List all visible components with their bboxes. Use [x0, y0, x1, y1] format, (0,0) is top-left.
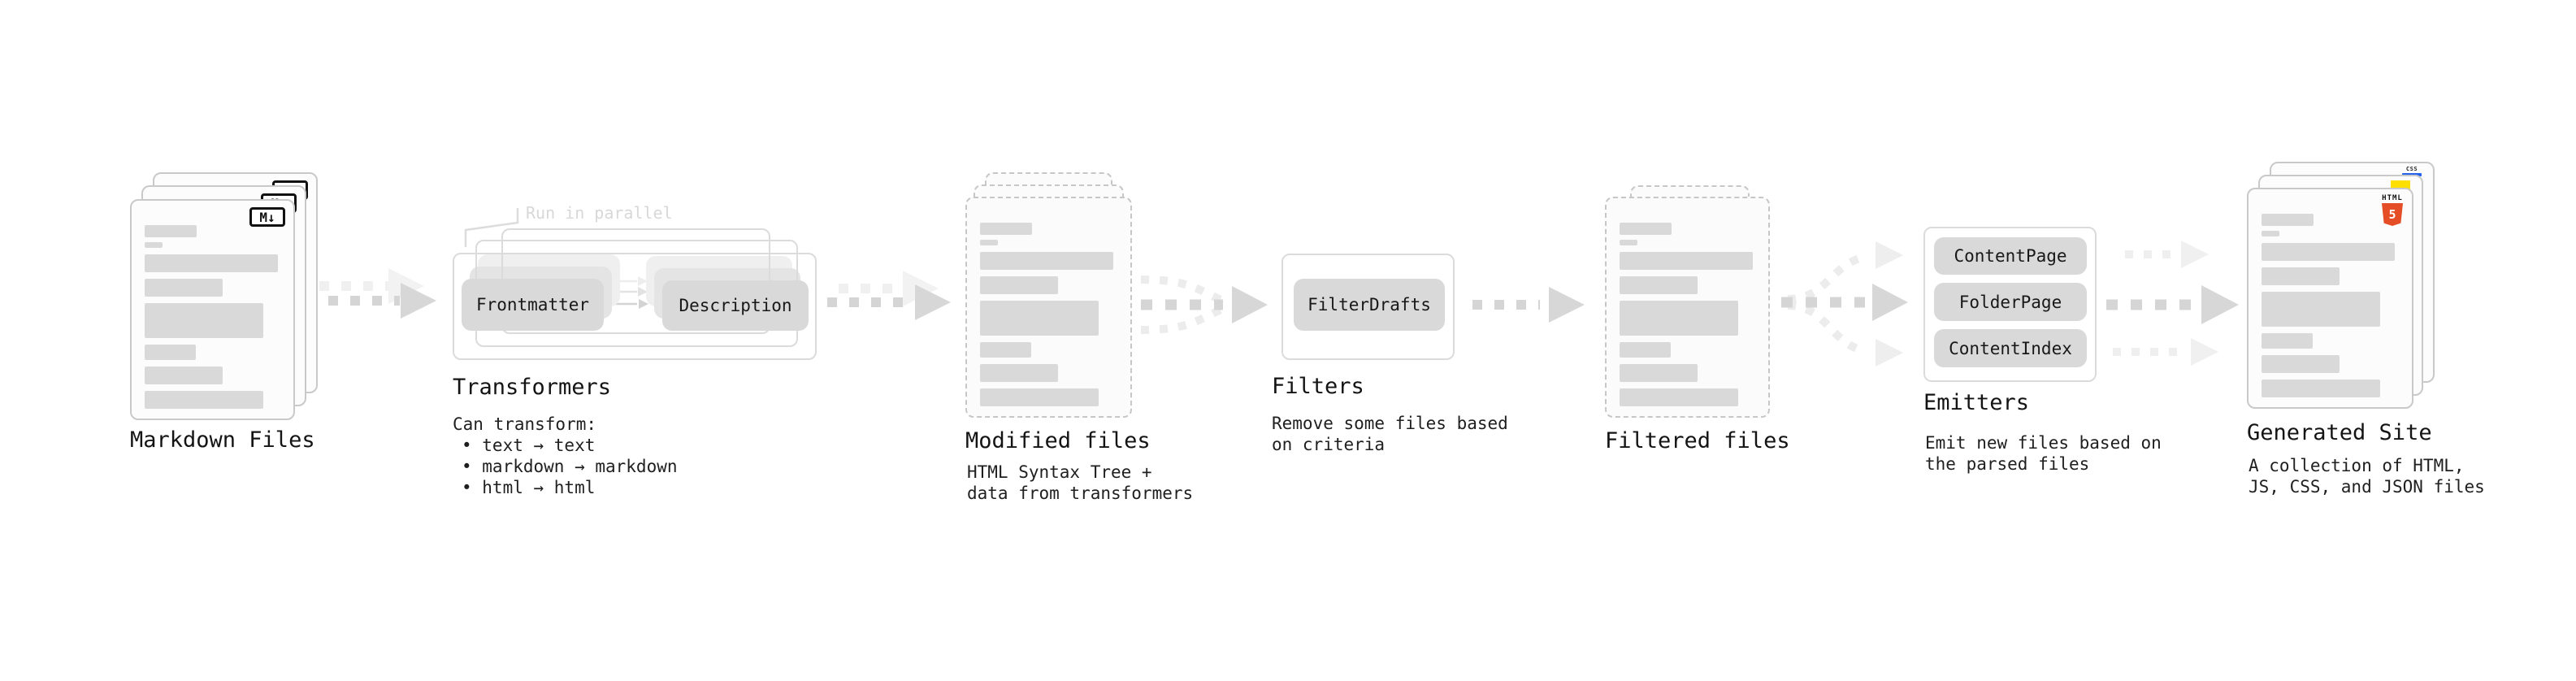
content-bar: [145, 242, 163, 248]
desc-line: HTML Syntax Tree +: [967, 462, 1152, 482]
arrow-emitters-to-generated: [2106, 241, 2239, 366]
content-bar: [980, 301, 1099, 336]
document-sheet: [965, 197, 1132, 418]
document-sheet: [1605, 197, 1770, 418]
css-icon-label: CSS: [2405, 166, 2418, 172]
content-bar: [1620, 301, 1738, 336]
content-bar: [1620, 240, 1637, 245]
content-bar: [145, 279, 223, 297]
arrow-filtered-to-emitters: [1781, 241, 1908, 367]
content-bar: [1620, 276, 1698, 294]
html5-icon-label: HTML: [2382, 194, 2403, 202]
arrow-markdown-to-transformers: [306, 268, 436, 319]
content-bar: [145, 303, 263, 338]
content-bar: [980, 223, 1032, 235]
html5-icon-number: 5: [2388, 207, 2396, 222]
filter-node-filterdrafts: FilterDrafts: [1294, 279, 1445, 331]
content-bar: [145, 391, 263, 409]
content-bar: [145, 254, 278, 272]
content-bar: [2262, 267, 2340, 285]
content-bar: [145, 367, 223, 384]
content-bar: [980, 364, 1058, 382]
stage-description: HTML Syntax Tree + data from transformer…: [967, 462, 1193, 504]
html5-shield: 5: [2382, 203, 2403, 226]
emitters-frame: [1923, 227, 2097, 382]
javascript-icon: [2391, 180, 2410, 189]
transformer-node-description: Description: [662, 280, 809, 331]
content-bar: [145, 345, 196, 360]
arrow-modified-to-filters: [1140, 275, 1268, 334]
markdown-icon: M↓: [249, 207, 285, 227]
emitter-node-contentpage: ContentPage: [1934, 237, 2087, 275]
content-bar: [1620, 342, 1671, 358]
stage-label: Markdown Files: [130, 427, 315, 453]
content-bar: [2262, 231, 2279, 236]
stage-label: Modified files: [965, 428, 1151, 453]
desc-line: on criteria: [1272, 435, 1386, 454]
content-bar: [2262, 380, 2380, 397]
stage-description: A collection of HTML, JS, CSS, and JSON …: [2249, 455, 2485, 497]
content-bar: [1620, 223, 1672, 235]
content-bar: [2262, 355, 2340, 373]
emitter-node-contentindex: ContentIndex: [1934, 329, 2087, 367]
run-in-parallel-note: Run in parallel: [526, 203, 673, 223]
html5-icon: HTML 5: [2381, 194, 2404, 226]
arrow-transformers-to-modified: [827, 271, 951, 320]
desc-line: Remove some files based: [1272, 414, 1508, 433]
content-bar: [2262, 243, 2395, 261]
stage-description: Remove some files based on criteria: [1272, 413, 1508, 455]
content-bar: [145, 225, 197, 237]
filters-frame: [1281, 254, 1455, 360]
content-bar: [980, 252, 1113, 270]
content-bar: [1620, 252, 1753, 270]
desc-bullet: • markdown → markdown: [462, 457, 678, 476]
arrow-filters-to-filtered: [1472, 287, 1585, 323]
content-bar: [980, 276, 1058, 294]
transformer-node-frontmatter: Frontmatter: [462, 279, 604, 331]
content-bar: [1620, 388, 1738, 406]
desc-line: JS, CSS, and JSON files: [2249, 477, 2485, 497]
content-bar: [980, 388, 1099, 406]
stage-description: Emit new files based on the parsed files: [1925, 432, 2162, 475]
content-bar: [2262, 333, 2313, 349]
content-bar: [1620, 364, 1698, 382]
desc-line: data from transformers: [967, 484, 1194, 503]
content-bar: [2262, 214, 2314, 226]
stage-label: Filters: [1272, 374, 1364, 399]
content-bar: [980, 240, 998, 245]
stage-label: Generated Site: [2247, 420, 2432, 445]
stage-label: Filtered files: [1605, 428, 1790, 453]
desc-bullet: • html → html: [462, 478, 596, 497]
desc-line: the parsed files: [1925, 454, 2090, 474]
stage-label: Transformers: [453, 375, 612, 400]
document-sheet: HTML 5: [2247, 188, 2413, 409]
desc-line: A collection of HTML,: [2249, 456, 2465, 475]
content-bar: [2262, 292, 2380, 327]
content-bar: [980, 342, 1031, 358]
stage-description: Can transform: • text → text • markdown …: [453, 414, 678, 498]
document-sheet: M↓: [130, 199, 295, 420]
desc-heading: Can transform:: [453, 414, 597, 434]
emitter-node-folderpage: FolderPage: [1934, 283, 2087, 321]
desc-bullet: • text → text: [462, 436, 596, 455]
desc-line: Emit new files based on: [1925, 433, 2162, 453]
parallel-frame: [453, 253, 817, 360]
stage-label: Emitters: [1923, 390, 2030, 415]
